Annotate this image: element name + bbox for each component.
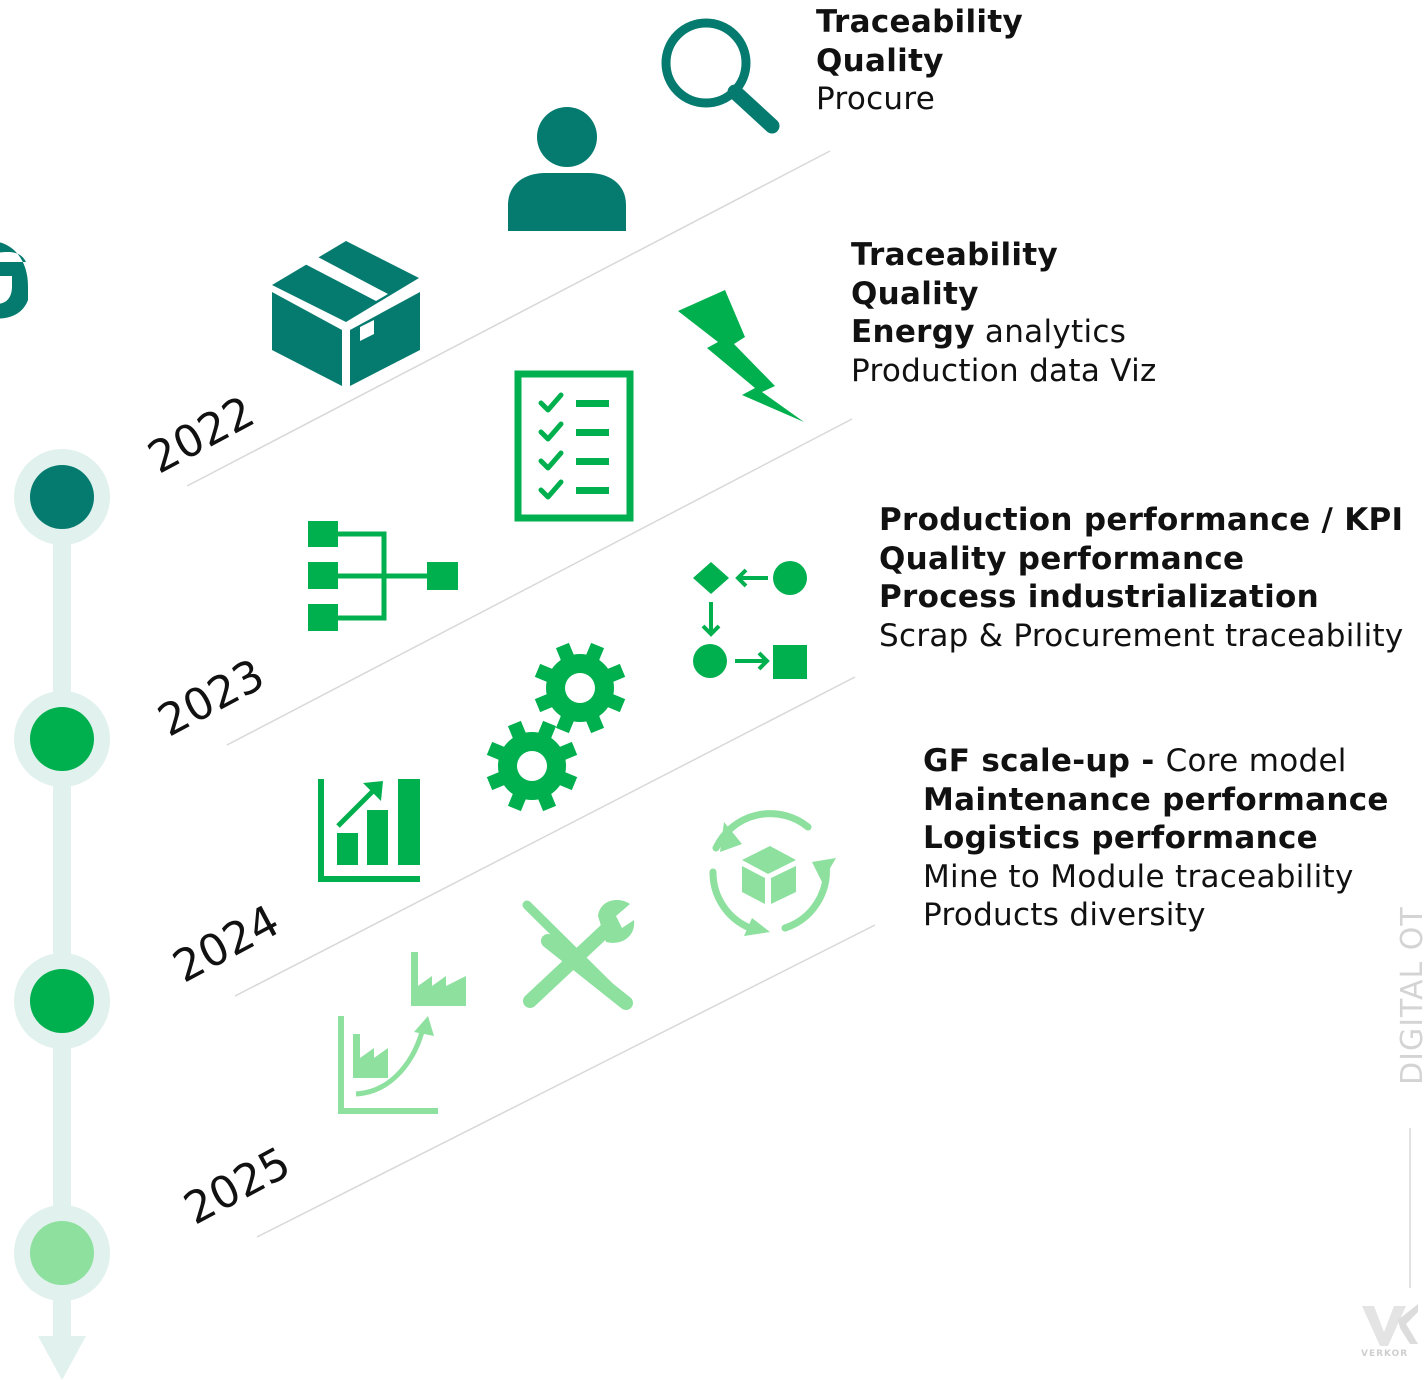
text-line: Mine to Module traceability <box>923 858 1389 897</box>
text-line: Products diversity <box>923 896 1389 935</box>
text-line-bold: Quality <box>816 42 944 79</box>
text-line-normal: Scrap & Procurement traceability <box>879 617 1404 654</box>
text-line-normal: Production data Viz <box>851 352 1157 389</box>
verkor-logo-icon <box>1362 1304 1418 1346</box>
bar-chart-growth-icon <box>318 779 420 882</box>
partial-logo-letter <box>0 242 28 319</box>
text-line-bold: Process industrialization <box>879 579 1319 615</box>
gear-tooth <box>557 771 578 791</box>
text-line: Procure <box>816 80 1023 119</box>
hierarchy-icon <box>308 521 458 631</box>
person-icon <box>508 107 626 231</box>
text-line-bold: Quality <box>851 275 979 312</box>
lightning-icon <box>678 290 804 422</box>
text-line: Scrap & Procurement traceability <box>879 617 1404 656</box>
text-line-normal: analytics <box>974 314 1127 350</box>
gear-tooth <box>555 713 575 734</box>
text-line: GF scale-up - Core model <box>923 742 1389 781</box>
gear-tooth <box>585 642 605 663</box>
gear-tooth <box>486 771 507 791</box>
gear-tooth <box>605 693 626 713</box>
side-divider <box>1409 1128 1411 1288</box>
text-line-bold: Maintenance performance <box>923 781 1389 818</box>
rule-3 <box>234 676 856 997</box>
rule-2 <box>226 418 853 746</box>
text-line-bold: Quality performance <box>879 540 1245 577</box>
text-line-normal: Procure <box>816 81 936 117</box>
gear-tooth <box>585 713 605 734</box>
text-line: Quality performance <box>879 540 1404 579</box>
gear-tooth <box>534 663 555 683</box>
text-line: Quality <box>816 42 1023 81</box>
text-line: Traceability <box>816 3 1023 42</box>
timeline-node-2024 <box>14 953 110 1049</box>
text-line: Maintenance performance <box>923 781 1389 820</box>
gear-tooth <box>537 720 557 741</box>
process-flow-icon <box>693 561 807 679</box>
text-line-bold: Traceability <box>851 237 1058 273</box>
side-label: DIGITAL OT <box>1395 906 1426 1085</box>
checklist-icon <box>514 370 634 522</box>
text-line: Production performance / KPI <box>879 501 1404 540</box>
text-line: Quality <box>851 275 1157 314</box>
text-line-normal: Products diversity <box>923 897 1206 933</box>
gears-icon <box>486 642 626 812</box>
gear-tooth <box>555 642 575 663</box>
text-line-normal: Core model <box>1165 743 1347 779</box>
gear-tooth <box>557 741 578 761</box>
diagonal-rules <box>186 150 876 1238</box>
text-line-normal: Mine to Module traceability <box>923 858 1354 895</box>
text-line: Energy analytics <box>851 313 1157 352</box>
search-icon <box>661 18 780 134</box>
gear-tooth <box>537 791 557 812</box>
text-line-bold: Logistics performance <box>923 820 1318 856</box>
package-box-icon <box>272 241 420 386</box>
timeline-node-2022 <box>14 449 110 545</box>
rule-4 <box>256 924 876 1238</box>
gear-tooth <box>507 791 527 812</box>
gear-tooth <box>486 741 507 761</box>
text-line: Process industrialization <box>879 578 1404 617</box>
timeline-node-2025 <box>14 1205 110 1301</box>
text-line-bold: Production performance / KPI <box>879 502 1404 538</box>
gear-tooth <box>534 693 555 713</box>
factory-growth-icon <box>338 952 466 1114</box>
recycle-box-icon <box>709 810 836 936</box>
text-line: Logistics performance <box>923 819 1389 858</box>
text-line: Traceability <box>851 236 1157 275</box>
tools-icon <box>522 900 635 1010</box>
text-line: Production data Viz <box>851 352 1157 391</box>
rule-1 <box>186 150 831 487</box>
text-line-bold: Energy <box>851 314 975 350</box>
timeline-node-2023 <box>14 691 110 787</box>
text-line-bold: Traceability <box>816 4 1023 40</box>
text-line-bold: GF scale-up - <box>923 743 1166 779</box>
gear-tooth <box>507 720 527 741</box>
logo-text: VERKOR <box>1361 1349 1409 1359</box>
gear-tooth <box>605 663 626 683</box>
